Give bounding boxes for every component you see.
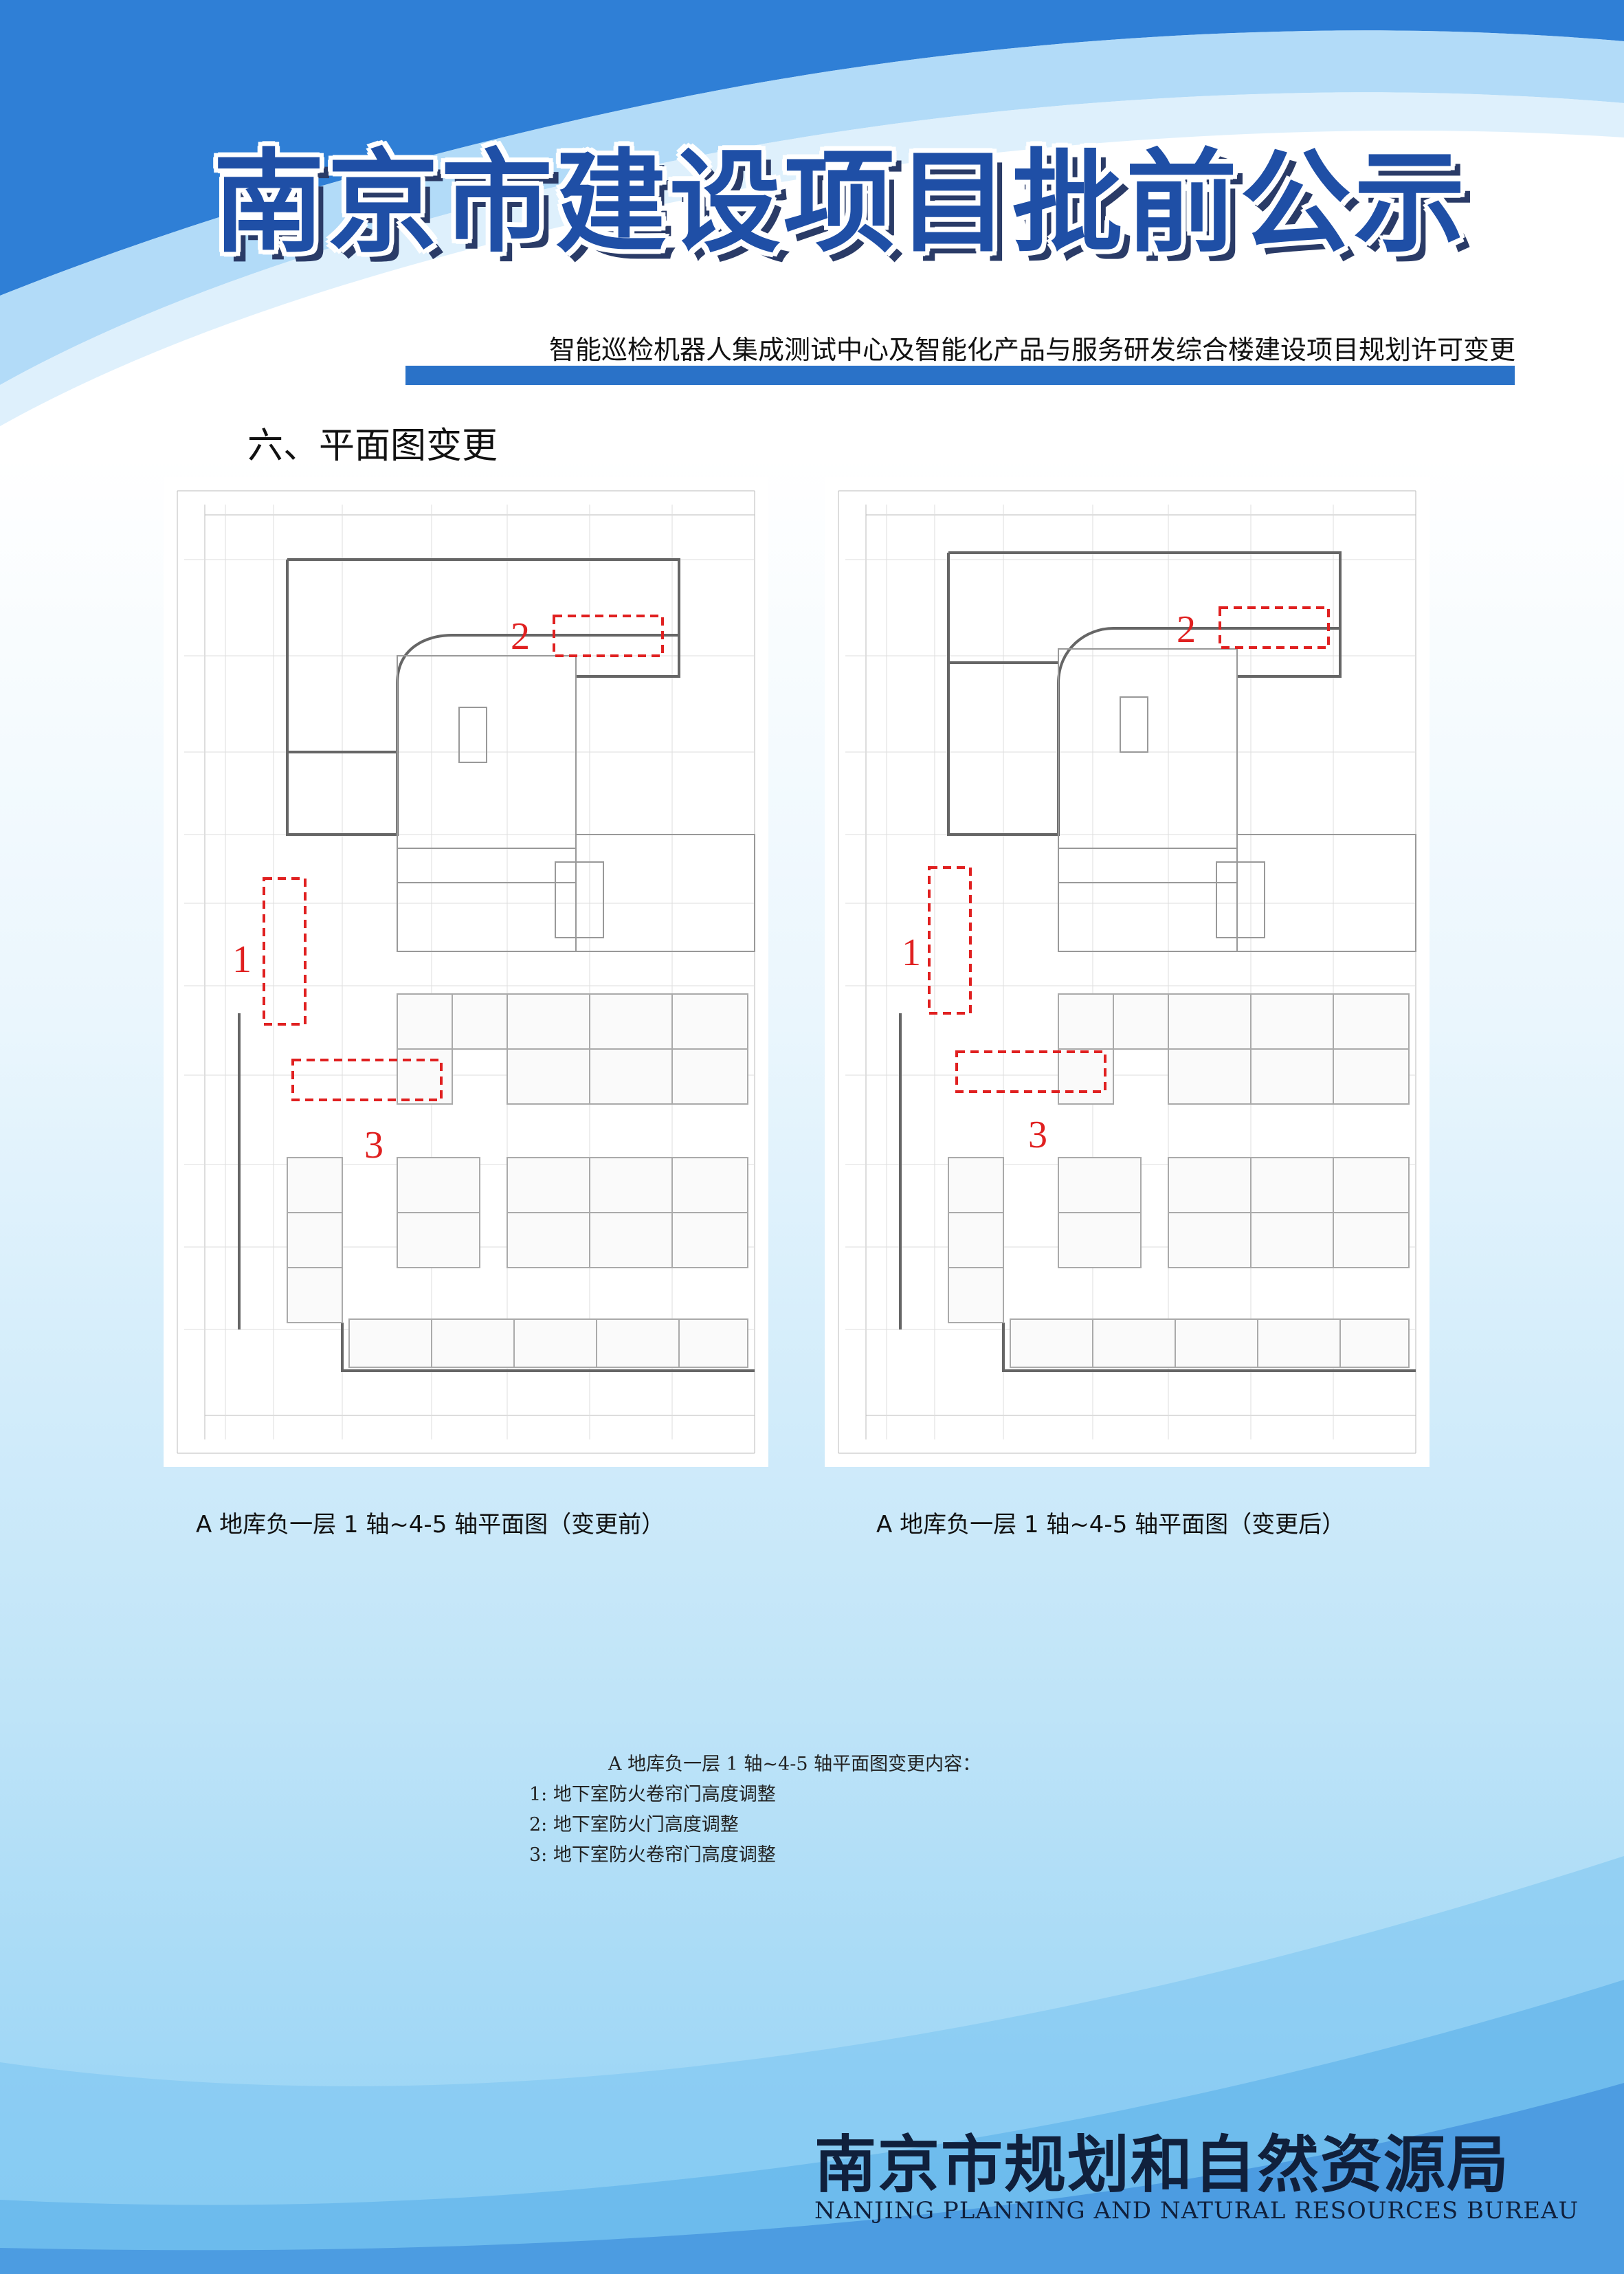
marker-1-label: 1 [232, 938, 252, 981]
change-item: 1: 地下室防火卷帘门高度调整 [529, 1784, 776, 1805]
floor-plan-before: 2 1 3 [164, 477, 768, 1467]
plan-before-caption: A 地库负一层 1 轴~4-5 轴平面图（变更前） [196, 1511, 665, 1538]
floor-plan-after: 2 1 3 [825, 477, 1430, 1467]
issuing-authority-english: NANJING PLANNING AND NATURAL RESOURCES B… [814, 2197, 1579, 2225]
marker-2-label: 2 [1177, 608, 1196, 651]
subtitle-divider-bar [405, 366, 1515, 385]
marker-3-label: 3 [364, 1124, 383, 1167]
issuing-authority-name: 南京市规划和自然资源局 [814, 2128, 1510, 2201]
project-subtitle: 智能巡检机器人集成测试中心及智能化产品与服务研发综合楼建设项目规划许可变更 [548, 335, 1515, 365]
floor-plan-after-drawing: 2 1 3 [838, 490, 1416, 1454]
change-list-title: A 地库负一层 1 轴~4-5 轴平面图变更内容： [608, 1754, 981, 1775]
marker-2-label: 2 [511, 615, 530, 658]
section-heading: 六、平面图变更 [247, 426, 498, 467]
change-item: 2: 地下室防火门高度调整 [529, 1814, 739, 1835]
change-item: 3: 地下室防火卷帘门高度调整 [529, 1844, 776, 1866]
poster-title: 南京市建设项目批前公示 [213, 137, 1468, 268]
change-list: A 地库负一层 1 轴~4-5 轴平面图变更内容： 1: 地下室防火卷帘门高度调… [529, 1749, 981, 1870]
marker-3-label: 3 [1028, 1114, 1047, 1156]
floor-plan-before-drawing: 2 1 3 [177, 490, 755, 1454]
plan-after-caption: A 地库负一层 1 轴~4-5 轴平面图（变更后） [876, 1511, 1346, 1538]
marker-1-label: 1 [902, 931, 921, 974]
